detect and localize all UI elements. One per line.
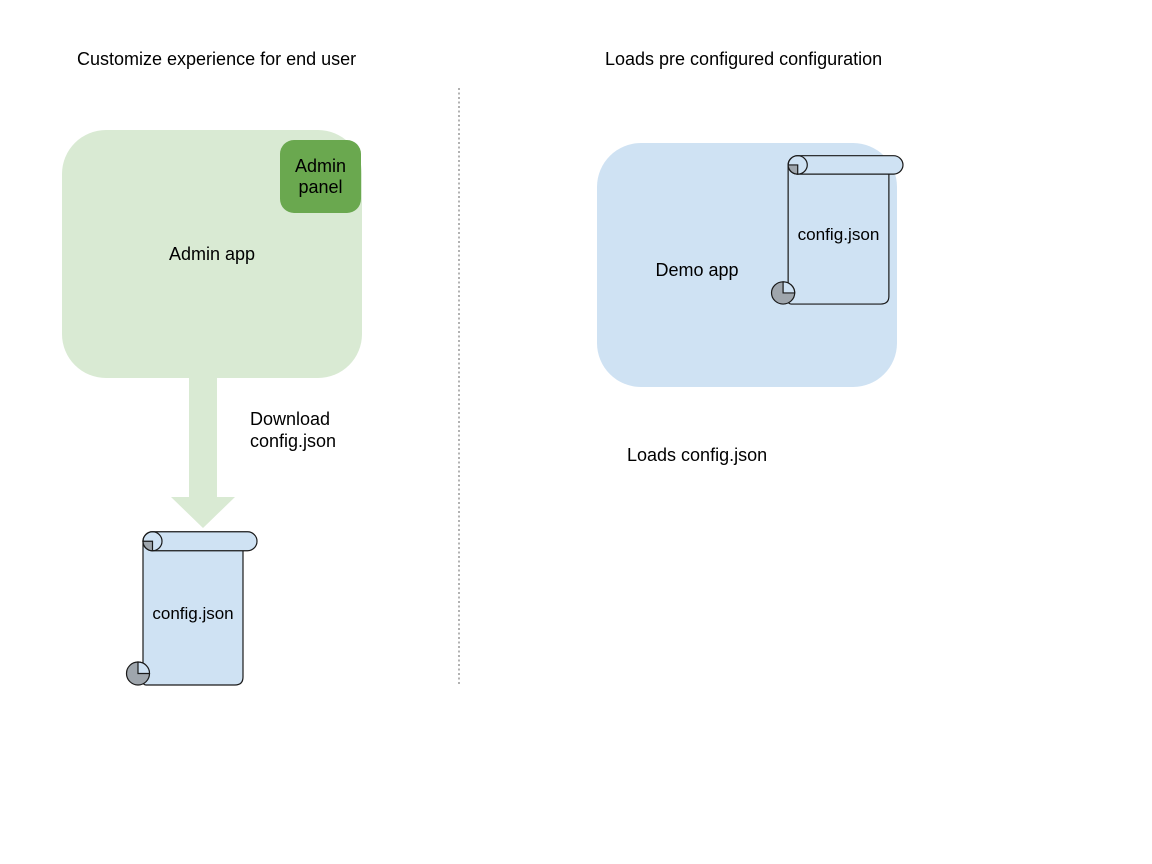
right-section-title: Loads pre configured configuration	[605, 49, 883, 69]
admin-panel-box: Admin panel	[280, 140, 361, 213]
scroll-bottom-curl-notch	[782, 281, 796, 294]
section-divider	[458, 88, 460, 685]
download-arrow-icon	[171, 378, 235, 528]
scroll-bottom-curl-notch	[137, 661, 151, 675]
loads-config-caption: Loads config.json	[627, 445, 768, 465]
admin-panel-label: Admin panel	[294, 155, 347, 197]
download-config-label: Download config.json	[250, 408, 336, 452]
download-label-line1: Download	[250, 409, 331, 429]
arrow-shape	[171, 378, 235, 528]
admin-app-label: Admin app	[168, 244, 256, 264]
download-label-line2: config.json	[250, 431, 337, 451]
left-section-title: Customize experience for end user	[77, 49, 357, 69]
config-file-label: config.json	[152, 604, 233, 623]
config-json-scroll-right-icon: config.json	[770, 155, 904, 305]
config-file-label: config.json	[798, 225, 880, 244]
scroll-top-curl-shade	[787, 164, 799, 175]
config-json-scroll-left-icon: config.json	[125, 531, 258, 686]
scroll-top-curl-shade	[142, 540, 154, 552]
demo-app-label: Demo app	[655, 260, 739, 280]
